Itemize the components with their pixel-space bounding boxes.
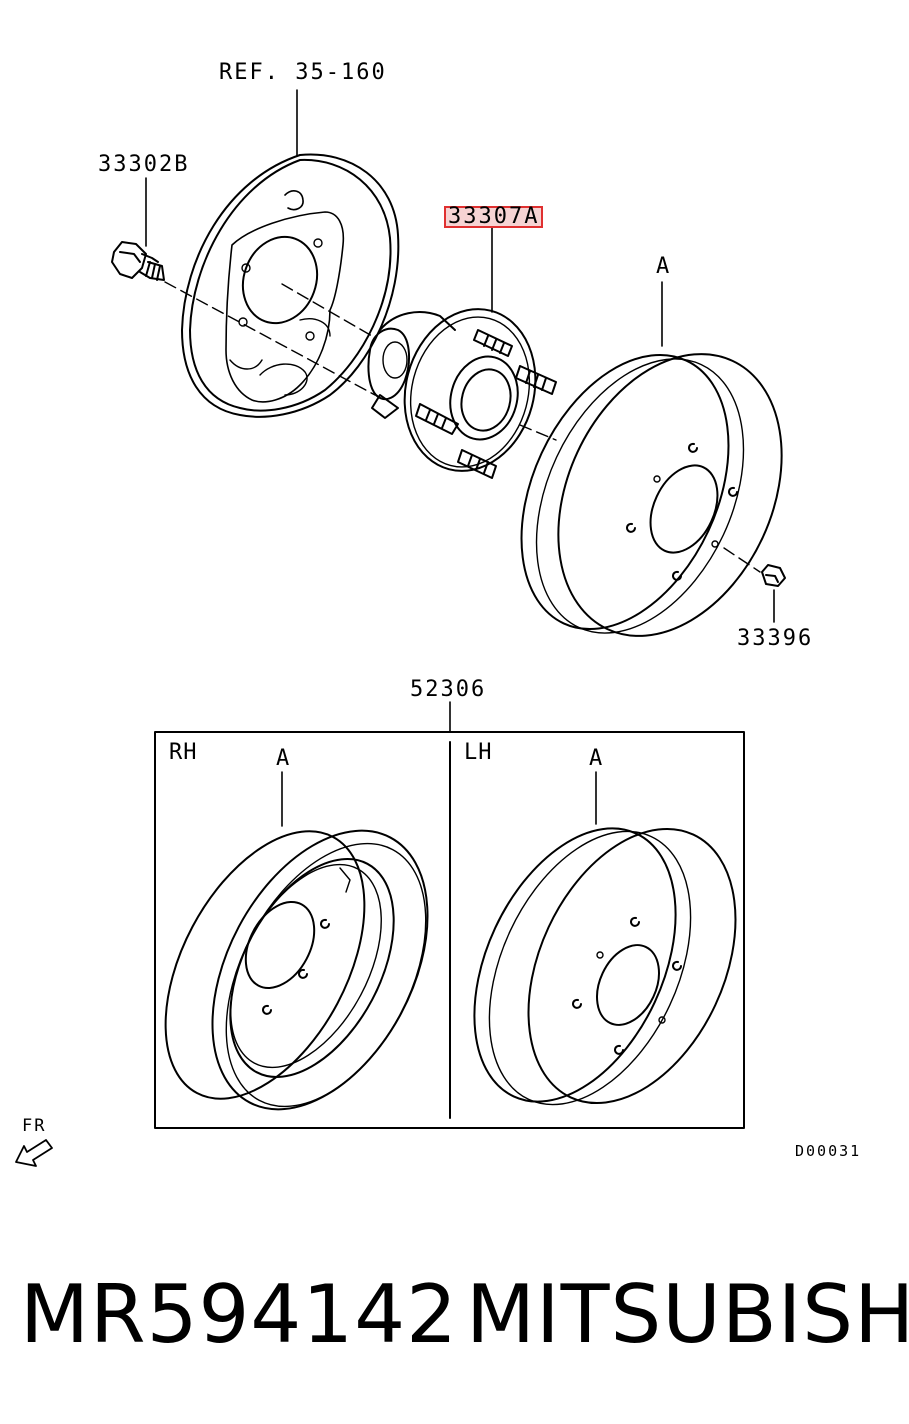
bolt-part-number: 33302B: [98, 152, 190, 177]
ref-label: REF. 35-160: [219, 60, 387, 85]
brand-title: MITSUBISHI: [466, 1268, 909, 1361]
assembly-part-number: 52306: [410, 677, 487, 702]
screw-33396: [762, 565, 785, 586]
bolt-33302b: [112, 242, 164, 280]
lh-label: LH: [464, 740, 493, 765]
backing-plate: [182, 154, 398, 416]
front-direction-arrow-icon: [16, 1140, 52, 1166]
brake-drum-rh: [125, 794, 472, 1145]
front-direction-label: FR: [22, 1116, 47, 1136]
assembly-box: [155, 732, 744, 1128]
leader-lines: [146, 90, 774, 826]
lh-callout-label: A: [589, 746, 605, 771]
drum-callout-label: A: [656, 254, 672, 279]
rh-callout-label: A: [276, 746, 292, 771]
rh-label: RH: [169, 740, 198, 765]
hub-assembly-33307a: [368, 294, 556, 486]
brake-drum-lh: [434, 796, 777, 1137]
screw-part-number: 33396: [737, 626, 814, 651]
part-number-title: MR594142: [20, 1268, 458, 1361]
diagram-code: D00031: [795, 1142, 862, 1160]
brake-drum-top: [480, 318, 825, 672]
assembly-centerline: [165, 282, 760, 572]
hub-part-number-highlighted: 33307A: [444, 206, 544, 228]
